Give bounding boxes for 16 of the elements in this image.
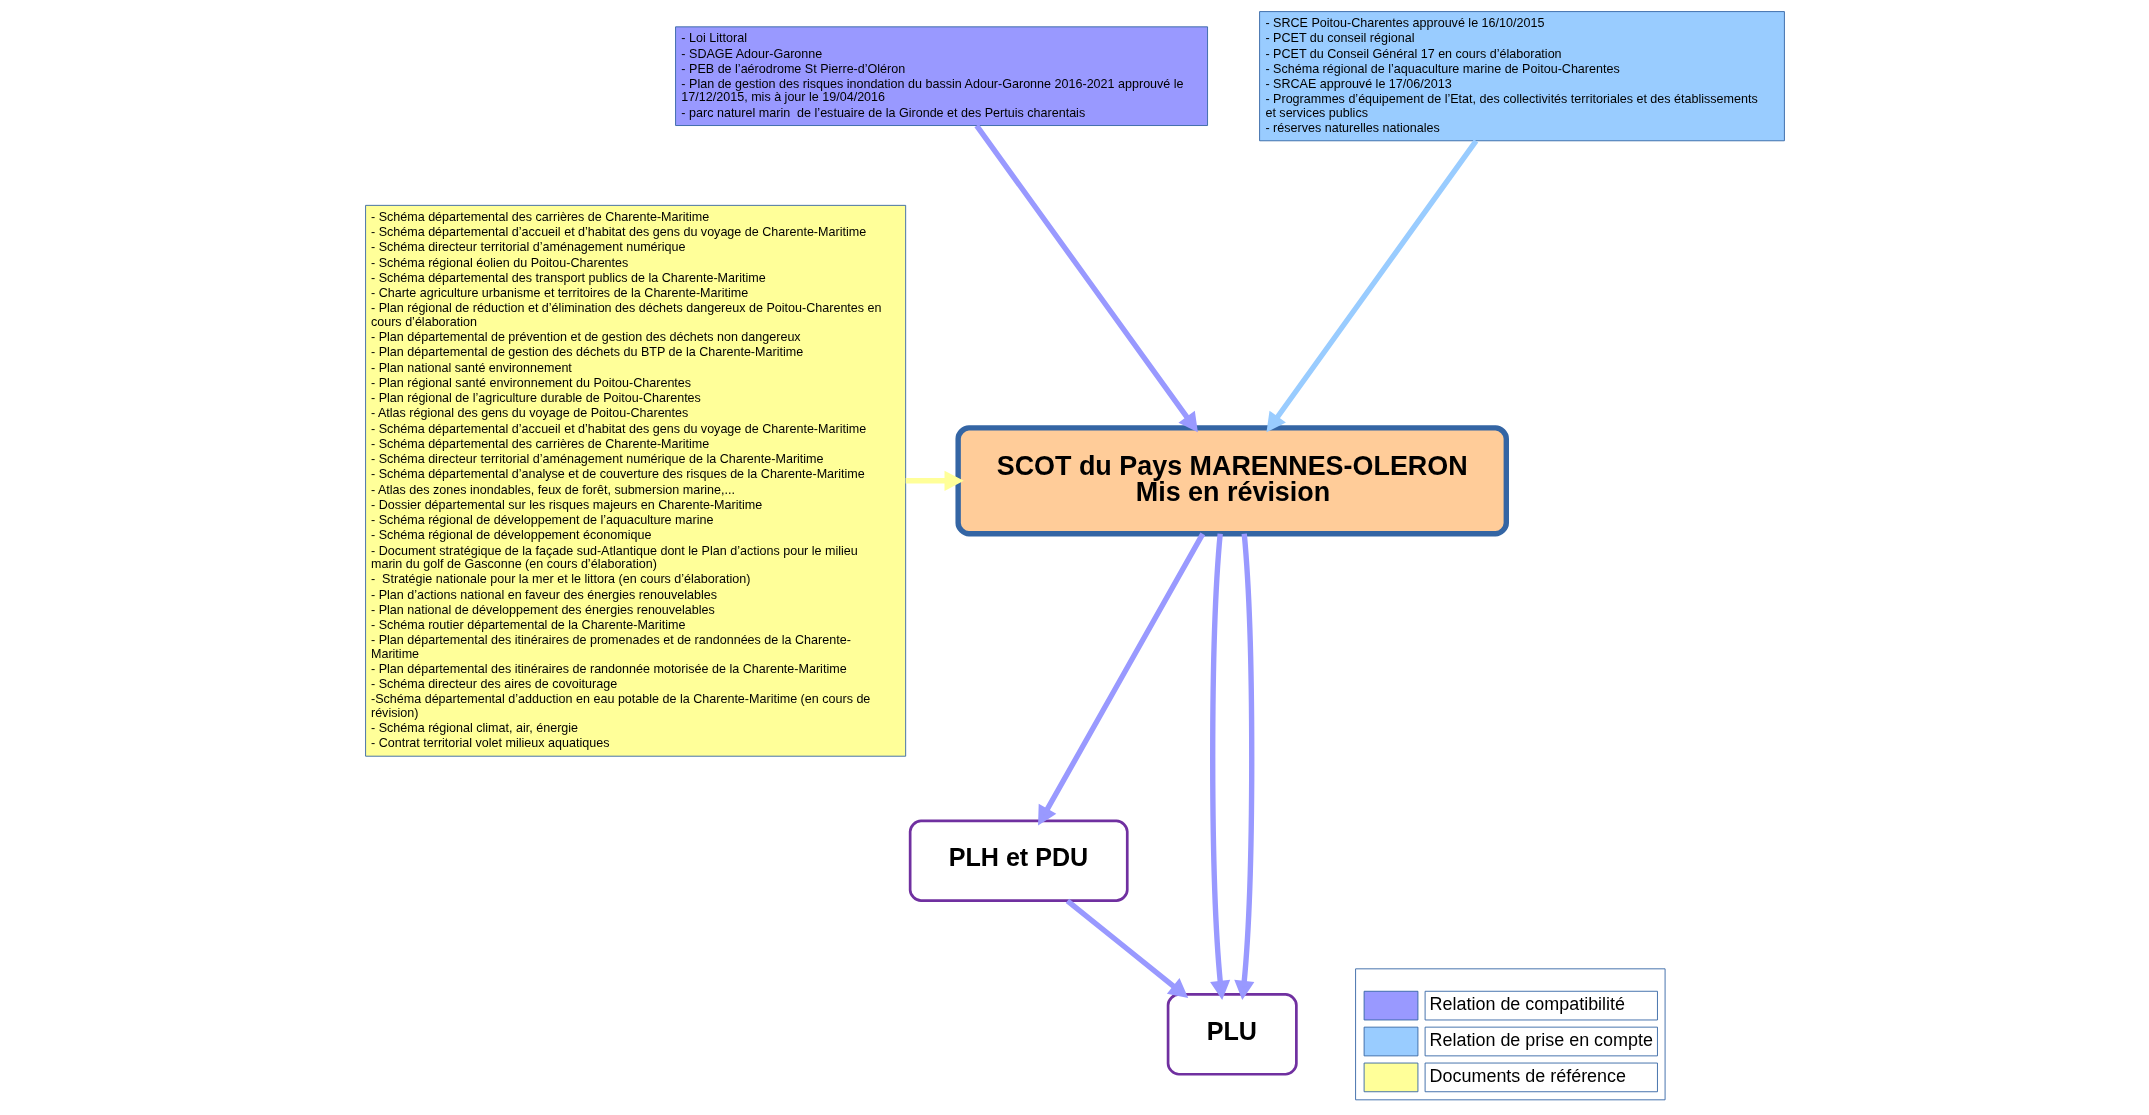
legend-label: Relation de compatibilité (1429, 994, 1625, 1015)
arrow (1037, 532, 1205, 826)
node-box: PLH et PDU (908, 819, 1129, 902)
arrow (973, 124, 1198, 433)
node-box: PLU (1166, 993, 1298, 1076)
arrow (1265, 139, 1478, 433)
legend-label: Documents de référence (1429, 1065, 1626, 1086)
node-box: - SRCE Poitou-Charentes approuvé le 16/10/2015 - PCET du conseil régional - PCET du Conseil Général 17 en cours d’élaboration - Schéma régional de l’aquaculture marine de Poitou-Charentes - SRCAE approuvé le 17/06/2013 - Programmes d’équipement de l’Etat, des collectivités territoriales et des établissements et services publics - réserves naturelles nationales (1258, 11, 1785, 142)
arrow (905, 470, 964, 491)
legend-label: Relation de prise en compte (1429, 1029, 1653, 1050)
arrow (1233, 533, 1254, 1000)
arrow (1065, 898, 1188, 999)
node-box: - Schéma départemental des carrières de Charente-Maritime - Schéma départemental d’accueil et d’habitat des gens du voyage de Charente-Maritime - Schéma directeur territorial d’aménagement numérique - Schéma régional éolien du Poitou-Charentes - Schéma départemental des transport publics de la Charente-Maritime - Charte agriculture urbanisme et territoires de la Charente-Maritime - Plan régional de réduction et d’élimination des déchets dangereux de Poitou-Charentes en cours d’élaboration - Plan départemental de prévention et de gestion des déchets non dangereux - Plan départemental de gestion des déchets du BTP de la Charente-Maritime - Plan national santé environnement - Plan régional santé environnement du Poitou-Charentes - Plan régional de l’agriculture durable de Poitou-Charentes - Atlas régional des gens du voyage de Poitou-Charentes - Schéma départemental d’accueil et d’habitat des gens du voyage de Charente-Maritime - Schéma départemental des carrières de Charente-Maritime - Schéma directeur territorial d’aménagement numérique de la Charente-Maritime - Schéma départemental d’analyse et de couverture des risques de la Charente-Maritime - Atlas des zones inondables, feux de forêt, submersion marine,... - Dossier départemental sur les risques majeurs en Charente-Maritime - Schéma régional de développement de l’aquaculture marine - Schéma régional de développement économique - Document stratégique de la façade sud-Atlantique dont le Plan d’actions pour le milieu marin du golf de Gasconne (en cours d’élaboration) - Stratégie nationale pour la mer et le littora (en cours d’élaboration) - Plan d’actions national en faveur des énergies renouvelables - Plan national de développement des énergies renouvelables - Schéma routier départemental de la Charente-Maritime - Plan départemental des itinéraires de promenades et de randonnées de la Charente-Maritime - Plan départemental des itinéraires de randonnée motorisée de la Charente-Maritime - Schéma directeur des aires de covoiturage -Schéma départemental d’adduction en eau potable de la Charente-Maritime (en cours de révision) - Schéma régional climat, air, énergie - Contrat territorial volet milieux aquatiques (364, 204, 906, 757)
arrow (1209, 533, 1230, 1000)
node-box: SCOT du Pays MARENNES-OLERON Mis en révision (954, 425, 1509, 537)
node-box: - Loi Littoral - SDAGE Adour-Garonne - PEB de l’aérodrome St Pierre-d’Oléron - Plan de gestion des risques inondation du bassin Adour-Garonne 2016-2021 approuvé le 17/12/2015, mis à jour le 19/04/2016 - parc naturel marin de l’estuaire de la Gironde et des Pertuis charentais (674, 26, 1208, 126)
